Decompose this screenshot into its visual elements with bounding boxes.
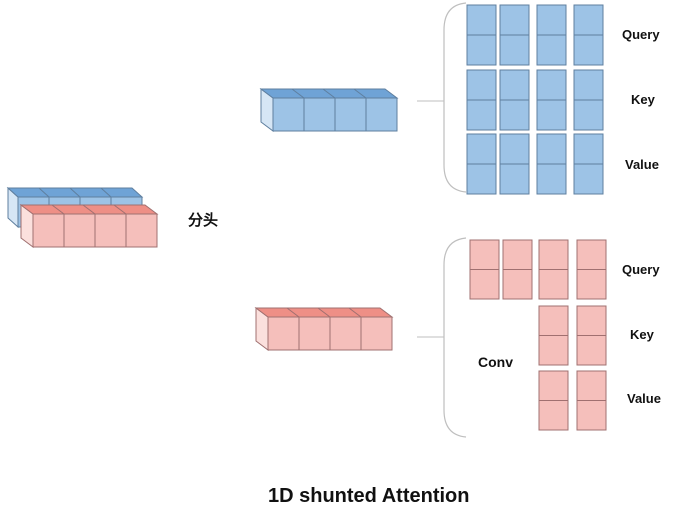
bottom-red-slab-cube [298,316,331,351]
bottom-red-slab-top-div [286,307,300,318]
bottom-red-slab-top-div [317,307,331,318]
split-heads-label: 分头 [188,212,219,229]
input-blue-slab-top-div [38,187,50,198]
input-red-slab-top-div [82,204,96,215]
top-blue-slab-top-div [353,88,367,99]
top-blue-slab-cube [334,97,367,132]
bottom-query-label: Query [622,262,660,277]
bottom-key-label: Key [630,327,654,342]
bottom-red-slab-top-div [348,307,362,318]
bottom-bracket [443,237,467,438]
conv-label: Conv [478,354,513,370]
input-blue-slab-top-div [100,187,112,198]
input-red-slab-cube [32,213,65,248]
bottom-red-slab-cube [360,316,393,351]
top-blue-slab-cube [272,97,305,132]
top-blue-slab-top-div [291,88,305,99]
top-query-label: Query [622,27,660,42]
input-red-slab-top-div [51,204,65,215]
bottom-red-slab-cube [329,316,362,351]
top-blue-slab-cube [303,97,336,132]
input-red-slab-cube [63,213,96,248]
bottom-red-slab-cube [267,316,300,351]
bottom-value-label: Value [627,391,661,406]
input-red-slab-cube [94,213,127,248]
top-value-label: Value [625,157,659,172]
input-blue-slab-top-div [69,187,81,198]
input-red-slab-top-div [113,204,127,215]
top-blue-slab-top-div [322,88,336,99]
top-bracket [443,2,467,193]
input-red-slab-cube [125,213,158,248]
top-blue-slab-cube [365,97,398,132]
top-key-label: Key [631,92,655,107]
diagram-title: 1D shunted Attention [268,485,470,507]
